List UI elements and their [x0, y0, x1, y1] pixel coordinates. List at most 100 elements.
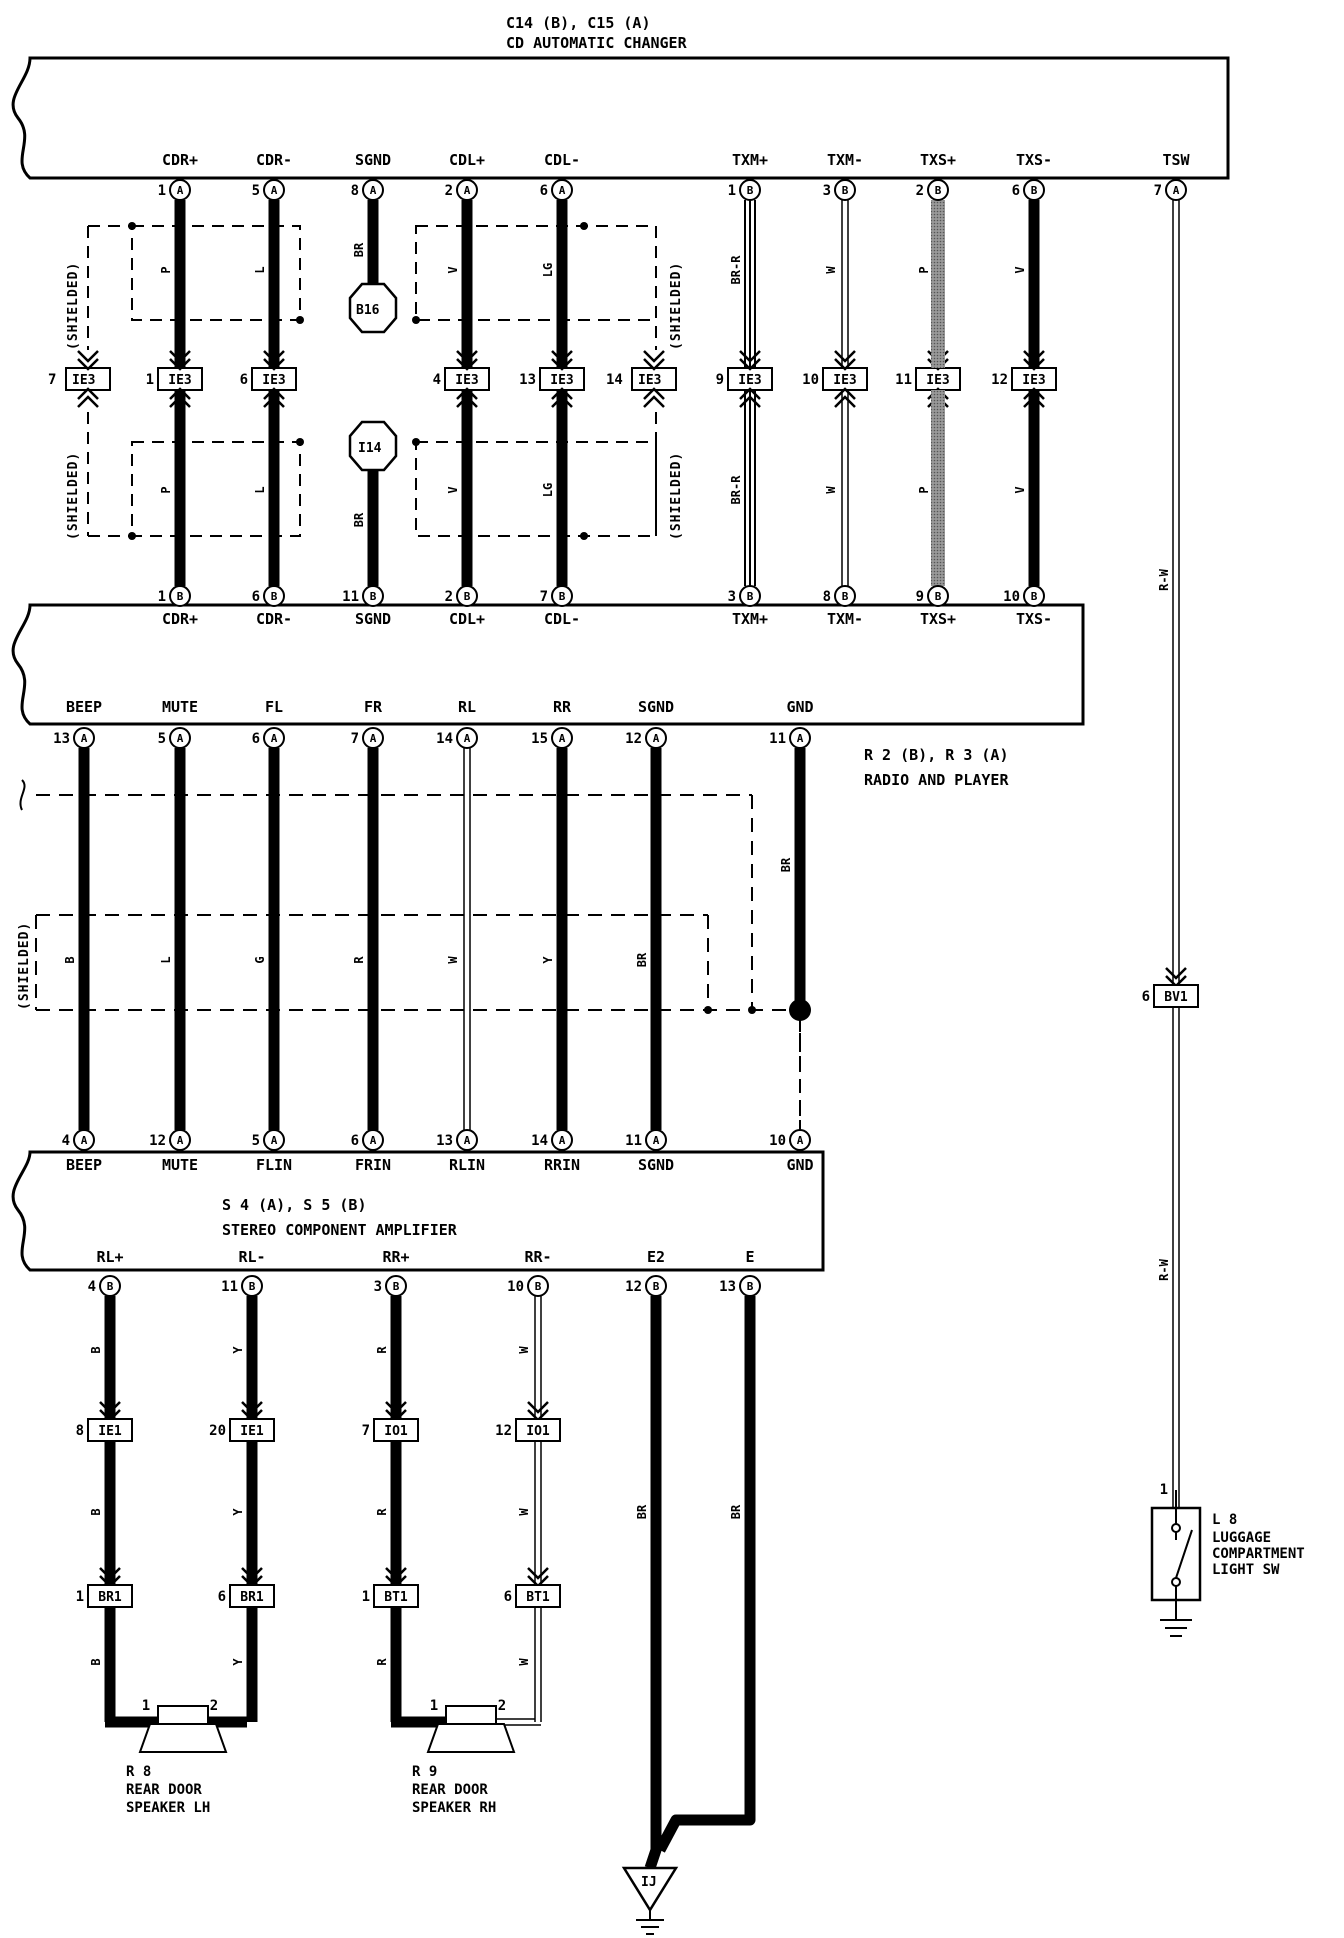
cd-wire-6-bot-label: TXM+ — [732, 610, 768, 628]
amp-gnd-1-pin-letter: B — [653, 1280, 660, 1293]
cd-wire-1-bot-pin-circle — [169, 585, 191, 607]
cd-wire-4-bot-pin-letter: B — [464, 590, 471, 603]
cd-wire-4-color-upper: V — [446, 266, 460, 273]
cd-wire-9-arrow-up — [1023, 387, 1045, 408]
radio-wire-1-color: B — [63, 956, 77, 963]
amp-out-2-pin-num: 11 — [221, 1279, 238, 1295]
amp-out-1-bot-pin: 1 — [76, 1589, 84, 1605]
amp-out-2-pin-circle — [241, 1275, 263, 1297]
cd-wire-6-bot-pin-num: 3 — [728, 589, 736, 605]
cd-wire-8-bot-label: TXS+ — [920, 610, 956, 628]
cd-wire-6-color-lower: BR-R — [729, 475, 743, 505]
shield-dot-3 — [412, 316, 420, 324]
cd-wire-1-top-pin-num: 1 — [158, 183, 166, 199]
radio-wire-3-pin-circle — [263, 727, 285, 749]
radio-wire-6-color: Y — [541, 956, 555, 964]
luggage-light-switch: L 8 LUGGAGE COMPARTMENT LIGHT SW — [1150, 1490, 1305, 1637]
radio-wire-7-amp-pin-letter: A — [653, 1134, 660, 1147]
shield-ie3-right: IE3 14 — [606, 367, 677, 391]
cd-wire-5-bot-pin-circle — [551, 585, 573, 607]
cd-wire-1-ie3-pin: 1 — [146, 372, 154, 388]
cd-wire-9-color-upper: V — [1013, 266, 1027, 273]
radio-wire-6-pin-circle — [551, 727, 573, 749]
radio-wire-8-amp-pin-circle — [789, 1129, 811, 1151]
cd-wire-1-bot-pin-letter: B — [177, 590, 184, 603]
cd-wire-3-bot-pin-letter: B — [370, 590, 377, 603]
luggage-sw-name3: LIGHT SW — [1212, 1562, 1280, 1578]
tsw-sw-pin: 1 — [1160, 1482, 1168, 1498]
radio-wire-5-pin-circle — [456, 727, 478, 749]
ground-ij-label: IJ — [641, 1875, 657, 1890]
cd-wire-7-bot-pin-circle — [834, 585, 856, 607]
radio-wire-5-amp-label: RLIN — [449, 1156, 485, 1174]
amp-out-1-mid-label: IE1 — [98, 1424, 122, 1439]
amp-out-2-label: RL- — [238, 1248, 265, 1266]
shield-dot-4 — [580, 222, 588, 230]
cd-wire-8-top-pin-circle — [927, 179, 949, 201]
cd-wire-6-bot-pin-letter: B — [747, 590, 754, 603]
radio-wire-4-amp-label: FRIN — [355, 1156, 391, 1174]
cd-wire-5-top-pin-letter: A — [559, 184, 566, 197]
cd-wire-2-arrow-up — [263, 387, 285, 408]
cd-wire-5-top-pin-num: 6 — [540, 183, 548, 199]
cd-wire-6-bot-pin-circle — [739, 585, 761, 607]
radio-wire-3-amp-label: FLIN — [256, 1156, 292, 1174]
radio-wire-2-pin-circle — [169, 727, 191, 749]
radio-wire-6-amp-pin-num: 14 — [531, 1133, 548, 1149]
radio-wire-7-color: BR — [635, 952, 649, 967]
amp-out-2-color1: Y — [231, 1346, 245, 1354]
amp-out-4-spk-pin: 2 — [498, 1698, 506, 1714]
cd-wire-2-bot-pin-letter: B — [271, 590, 278, 603]
cd-wire-6-top-pin-num: 1 — [728, 183, 736, 199]
amp-out-3-mid-box — [373, 1418, 419, 1442]
cd-wire-6-arrow-down — [739, 350, 761, 371]
radio-wire-7-label: SGND — [638, 698, 674, 716]
shield-dot-8 — [580, 532, 588, 540]
luggage-sw-code: L 8 — [1212, 1512, 1237, 1528]
radio-wire-6-pin-letter: A — [559, 732, 566, 745]
shield-dot-2 — [296, 316, 304, 324]
cd-wire-8-bot-pin-circle — [927, 585, 949, 607]
amp-gnd-e2-wire — [644, 1296, 662, 1870]
radio-wire-5-pin-letter: A — [464, 732, 471, 745]
cd-wire-4-arrow-up — [456, 387, 478, 408]
amp-out-1-pin-letter: B — [107, 1280, 114, 1293]
radio-wire-7-amp-pin-num: 11 — [625, 1133, 642, 1149]
cd-wire-3-color-lower: BR — [352, 512, 366, 527]
cd-wire-6-color-upper: BR-R — [729, 255, 743, 285]
cd-wires-group: CDR+CDR+IE31PPA1B1CDR-CDR-IE36LLA5B6SGND… — [77, 151, 1057, 628]
radio-wire-5-label: RL — [458, 698, 476, 716]
cd-wire-2-ie3-label: IE3 — [262, 373, 285, 388]
radio-wire-4-amp-pin-letter: A — [370, 1134, 377, 1147]
cd-wire-9-bot-pin-letter: B — [1031, 590, 1038, 603]
shield-left-arrow-down — [77, 350, 99, 371]
tsw-label: TSW — [1162, 151, 1190, 169]
amp-out-4-pin-circle — [527, 1275, 549, 1297]
radio-wire-1-pin-num: 13 — [53, 731, 70, 747]
amp-out-4-arrow1 — [527, 1401, 549, 1422]
radio-wire-7-pin-circle — [645, 727, 667, 749]
shield-dot-1 — [128, 222, 136, 230]
cd-wire-9-bot-pin-num: 10 — [1003, 589, 1020, 605]
amp-out-4-pin-letter: B — [535, 1280, 542, 1293]
amp-out-3-spk-pin: 1 — [430, 1698, 438, 1714]
amp-out-1-pin-circle — [99, 1275, 121, 1297]
cd-changer-box — [11, 56, 1230, 180]
radio-wire-4-pin-circle — [362, 727, 384, 749]
cd-wire-6-top-label: TXM+ — [732, 151, 768, 169]
shield-label-1: (SHIELDED) — [66, 262, 81, 350]
amp-gnd-2-color: BR — [729, 1504, 743, 1519]
shield-dot-5 — [128, 532, 136, 540]
cd-wire-1-top-pin-circle — [169, 179, 191, 201]
ground-ij: IJ — [621, 1866, 679, 1935]
radio-wire-8-pin-circle — [789, 727, 811, 749]
amp-out-3-color1: R — [375, 1346, 389, 1354]
amp-out-2-bot-pin: 6 — [218, 1589, 226, 1605]
radio-wire-4-label: FR — [364, 698, 383, 716]
cd-wire-1-bot-pin-num: 1 — [158, 589, 166, 605]
cd-changer-code: C14 (B), C15 (A) — [506, 14, 651, 32]
amp-out-3-pin-letter: B — [393, 1280, 400, 1293]
amp-out-2-color3: Y — [231, 1658, 245, 1666]
radio-wire-2-pin-letter: A — [177, 732, 184, 745]
